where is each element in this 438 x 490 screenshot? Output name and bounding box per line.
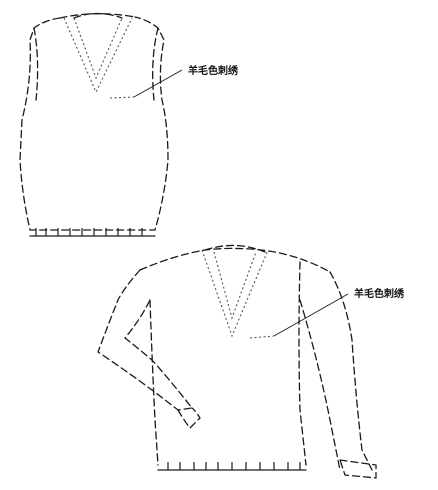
vest-back-neck <box>73 12 123 19</box>
vest-annotation-label: 羊毛色刺绣 <box>188 64 239 77</box>
vest-neck-band-outer <box>63 17 133 94</box>
vest-right-armhole <box>152 27 159 101</box>
sweater-left-side <box>149 299 159 466</box>
vest-neck-band-inner <box>73 17 123 80</box>
sweater-left-cuff <box>177 407 201 429</box>
vest-embroidery-mark <box>109 96 135 99</box>
sweater-shoulder-line <box>139 247 331 273</box>
sweater-neck-band-inner <box>213 251 257 320</box>
sweater-sketch: 羊毛色刺绣 <box>97 244 405 479</box>
vest-annotation-leader <box>133 69 183 98</box>
vest-outline <box>19 16 169 231</box>
vest-shoulder-line <box>59 13 136 19</box>
sweater-hem-rib <box>157 462 307 471</box>
sweater-annotation-label: 羊毛色刺绣 <box>354 287 405 300</box>
sweater-neck-band-outer <box>201 249 269 338</box>
sweater-right-sleeve <box>329 271 373 471</box>
vest-sketch: 羊毛色刺绣 <box>19 12 239 237</box>
sweater-right-cuff <box>339 459 377 479</box>
sweater-right-side <box>298 261 307 466</box>
sweater-annotation-leader <box>273 293 349 337</box>
vest-hem-rib <box>29 228 156 237</box>
sweater-right-sleeve-inner <box>299 299 341 471</box>
sweater-embroidery-mark <box>249 335 275 339</box>
vest-left-armhole <box>33 27 39 101</box>
sweater-left-sleeve <box>97 269 193 411</box>
sweater-back-neck <box>204 244 266 253</box>
